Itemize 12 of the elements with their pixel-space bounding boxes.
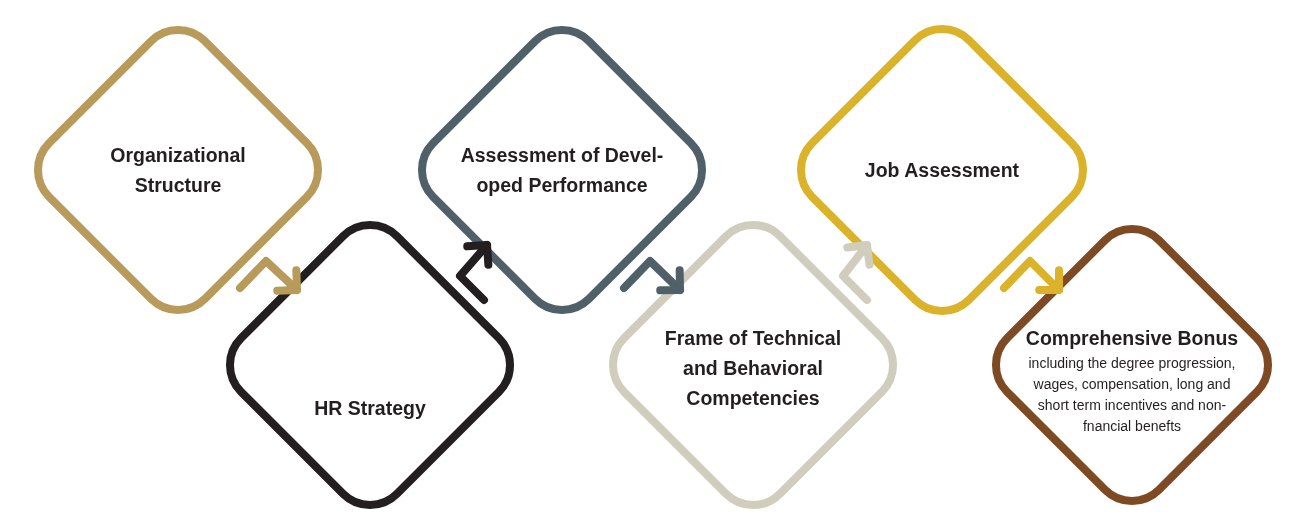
step-title: Frame of Technical and Behavioral Competencies — [663, 326, 843, 411]
arrow — [236, 257, 301, 295]
arrow — [456, 241, 493, 304]
arrow — [839, 241, 874, 304]
step-title: HR Strategy — [314, 396, 426, 421]
arrow — [1000, 257, 1063, 294]
step-title: Job Assessment — [864, 158, 1020, 183]
step-description: including the degree progression, wages, compensation, long and short term incentives and non-fnancial benefts — [1027, 354, 1237, 436]
step-title: Comprehensive Bonus — [1025, 326, 1239, 351]
step-title: Organizational Structure — [109, 143, 247, 198]
arrow — [620, 257, 684, 295]
step-title: Assessment of Devel- oped Performance — [459, 143, 665, 198]
